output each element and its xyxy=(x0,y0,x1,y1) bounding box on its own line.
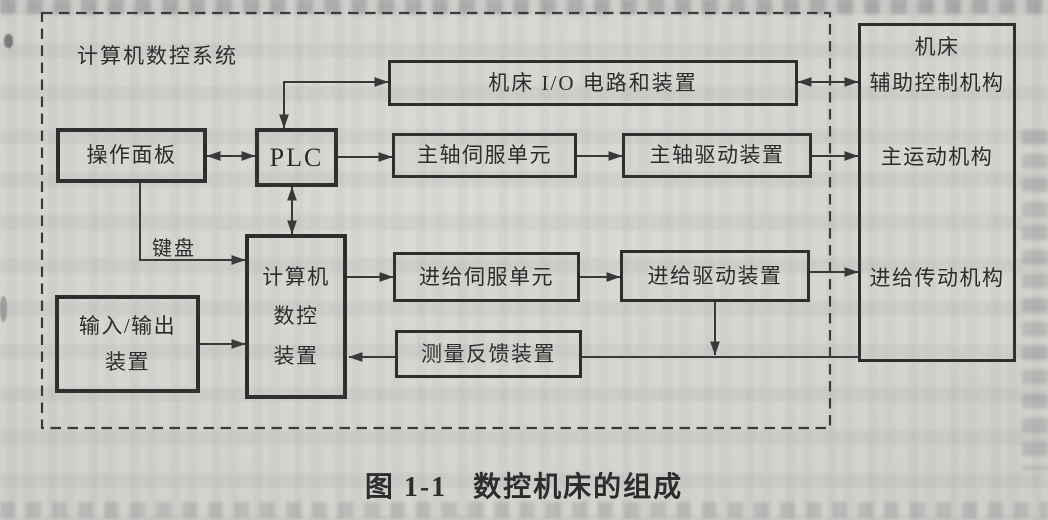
node-spindle-drive-device: 主轴驱动装置 xyxy=(622,133,812,178)
node-machine-main-motion: 主运动机构 xyxy=(880,145,994,169)
node-machine-tool: 机床 辅助控制机构 主运动机构 进给传动机构 xyxy=(858,23,1016,362)
node-machine-tool-title: 机床 xyxy=(914,35,960,59)
node-spindle-servo-unit: 主轴伺服单元 xyxy=(392,133,577,178)
node-computer-cnc-unit-line3: 装置 xyxy=(273,343,319,368)
edge-keyboard-computer xyxy=(139,183,246,265)
node-spindle-drive-device-label: 主轴驱动装置 xyxy=(649,143,785,168)
figure-caption: 图 1-1 数控机床的组成 xyxy=(0,465,1048,505)
node-machine-feed-transmission: 进给传动机构 xyxy=(869,266,1005,290)
node-operation-panel-label: 操作面板 xyxy=(86,143,177,168)
node-feed-servo-unit-label: 进给伺服单元 xyxy=(419,264,554,289)
node-computer-cnc-unit: 计算机 数控 装置 xyxy=(245,234,347,399)
figure-title: 数控机床的组成 xyxy=(473,472,684,503)
node-plc-label: PLC xyxy=(269,142,324,172)
node-machine-io-circuits: 机床 I/O 电路和装置 xyxy=(388,60,798,106)
node-feed-drive-device-label: 进给驱动装置 xyxy=(647,263,783,288)
cnc-system-dashed-border xyxy=(40,11,832,430)
edge-plc-machine-io xyxy=(279,77,389,129)
node-feed-drive-device: 进给驱动装置 xyxy=(620,250,810,302)
node-measurement-feedback-device-label: 测量反馈装置 xyxy=(421,341,556,366)
node-measurement-feedback-device: 测量反馈装置 xyxy=(395,330,582,378)
node-spindle-servo-unit-label: 主轴伺服单元 xyxy=(417,143,552,168)
figure-number: 图 1-1 xyxy=(364,472,448,503)
node-computer-cnc-unit-line2: 数控 xyxy=(273,304,319,329)
node-machine-io-circuits-label: 机床 I/O 电路和装置 xyxy=(488,70,698,95)
node-plc: PLC xyxy=(255,128,338,187)
node-input-output-device: 输入/输出 装置 xyxy=(55,295,200,393)
node-computer-cnc-unit-line1: 计算机 xyxy=(262,265,330,290)
node-machine-aux-control: 辅助控制机构 xyxy=(869,71,1005,95)
keyboard-label: 键盘 xyxy=(152,238,196,260)
node-feed-servo-unit: 进给伺服单元 xyxy=(393,252,580,302)
node-operation-panel: 操作面板 xyxy=(56,128,207,183)
node-input-output-device-line1: 输入/输出 xyxy=(78,314,177,339)
node-input-output-device-line2: 装置 xyxy=(105,349,150,374)
cnc-system-label: 计算机数控系统 xyxy=(77,44,238,68)
